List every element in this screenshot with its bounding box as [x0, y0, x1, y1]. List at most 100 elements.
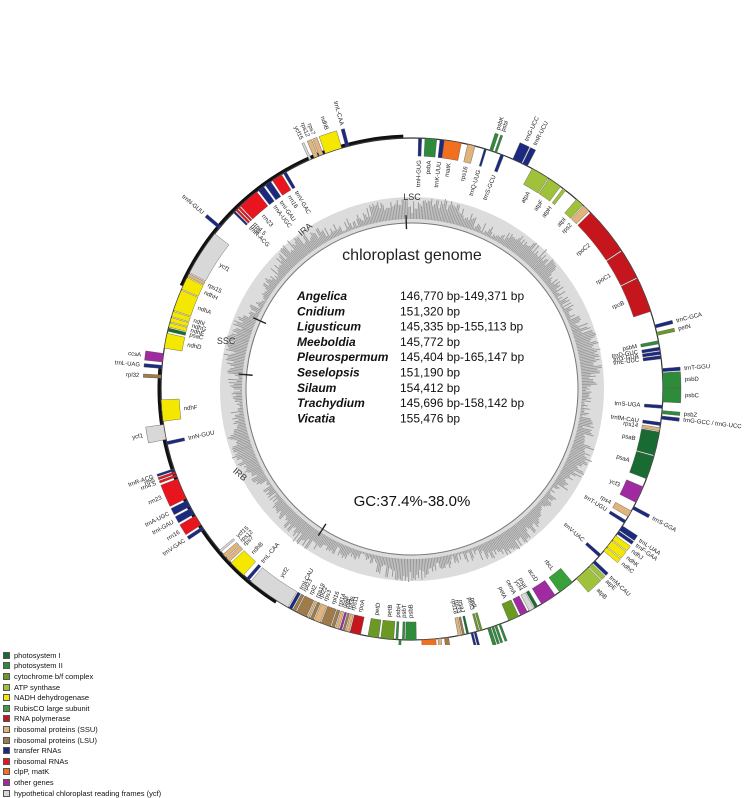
legend-swatch [3, 726, 10, 733]
genus-name: Pleurospermum [297, 350, 389, 364]
genus-name: Meeboldia [297, 335, 356, 349]
gene-label: atpH [541, 206, 553, 220]
gene-label: rbcL [543, 559, 555, 572]
gc-bar [362, 552, 363, 554]
gene-label: trnN-GUU [180, 194, 204, 216]
gene-label: petD [374, 602, 382, 616]
genus-name: Trachydium [297, 396, 365, 410]
genus-name: Silaum [297, 381, 337, 395]
gene-label: trnL-CAA [332, 101, 344, 126]
legend-item: NADH dehydrogenase [3, 692, 161, 703]
gene-label: petA [497, 586, 507, 600]
legend-label: clpP, matK [14, 767, 49, 776]
gene-label: psbH [396, 603, 403, 617]
gene-label: psaA [615, 454, 630, 464]
gene-block [641, 341, 659, 347]
gene-block [661, 416, 679, 421]
genus-size: 145,696 bp-158,142 bp [400, 396, 524, 410]
gene-block [444, 637, 451, 645]
legend-label: transfer RNAs [14, 746, 61, 755]
gene-label: atpB [595, 588, 608, 601]
gene-label: ndhA [197, 306, 212, 317]
gc-bar [462, 552, 463, 554]
gc-bar [365, 552, 366, 554]
gc-bar [357, 226, 358, 228]
genus-name: Vicatia [297, 411, 336, 425]
legend-label: RNA polymerase [14, 714, 70, 723]
gc-bar [239, 413, 243, 414]
gene-block [167, 438, 185, 445]
gc-bar [235, 401, 243, 402]
gene-label: trnN-GUU [188, 430, 215, 442]
gc-bar [418, 559, 419, 578]
gene-label: trnS-UGA [614, 401, 640, 409]
legend-item: ribosomal proteins (SSU) [3, 724, 161, 735]
gene-label: rpoC2 [576, 242, 593, 257]
legend-swatch [3, 737, 10, 744]
gene-label: trnC-GCA [676, 312, 703, 324]
gene-block [632, 506, 649, 517]
legend-label: cytochrome b/f complex [14, 672, 93, 681]
gc-bar [237, 404, 243, 405]
gene-label: psbA [426, 160, 433, 174]
gene-label: rpoC1 [595, 273, 613, 287]
legend-item: ATP synthase [3, 682, 161, 693]
gene-label: accD [526, 568, 539, 583]
gene-label: rpl32 [126, 372, 140, 379]
genus-name: Seselopsis [297, 366, 360, 380]
gc-bar [582, 381, 593, 382]
gene-label: trnH-GUG [416, 160, 423, 188]
gene-block [144, 364, 162, 369]
legend-swatch [3, 684, 10, 691]
gene-label: psbT [402, 604, 408, 618]
gene-block [438, 638, 443, 645]
gene-label: ycf1 [218, 263, 231, 274]
gene-block [422, 639, 438, 645]
region-label-ssc: SSC [217, 336, 236, 346]
gene-label: atpF [533, 199, 545, 213]
legend-swatch [3, 790, 10, 797]
gene-label: trnS-GGA [651, 516, 677, 534]
legend-label: other genes [14, 778, 54, 787]
gene-block [532, 580, 555, 604]
legend-label: photosystem I [14, 651, 61, 660]
legend-label: RubisCO large subunit [14, 704, 89, 713]
gene-block [442, 140, 461, 160]
legend-item: ribosomal RNAs [3, 756, 161, 767]
gene-block [479, 149, 486, 167]
gene-block [368, 618, 381, 637]
gene-label: ndhD [187, 343, 203, 352]
gc-bar [418, 202, 419, 219]
gene-block [424, 138, 437, 157]
gene-block [662, 367, 680, 372]
gc-bar [363, 552, 364, 554]
gene-label: ycf1 [132, 433, 145, 441]
region-label-lsc: LSC [403, 192, 421, 202]
legend-swatch [3, 715, 10, 722]
gene-block [655, 320, 673, 328]
legend-label: photosystem II [14, 661, 63, 670]
gene-label: psaB [621, 434, 636, 443]
gc-content-label: GC:37.4%-38.0% [354, 493, 471, 510]
gene-label: trnG-GCC / trnG-UCC [683, 418, 743, 431]
genus-size: 151,190 bp [400, 366, 460, 380]
gc-bar [238, 410, 243, 411]
genus-name: Ligusticum [297, 320, 361, 334]
legend-item: clpP, matK [3, 767, 161, 778]
legend-swatch [3, 758, 10, 765]
gene-block [643, 420, 661, 426]
genus-size: 145,772 bp [400, 335, 460, 349]
legend-label: hypothetical chloroplast reading frames … [14, 789, 161, 798]
legend-item: cytochrome b/f complex [3, 671, 161, 682]
genus-name: Angelica [296, 289, 347, 303]
gene-label: ycf2 [279, 566, 291, 579]
gene-block [630, 451, 654, 478]
gc-bar [421, 206, 422, 219]
gene-label: trnV-UAC [562, 522, 585, 544]
legend-label: ribosomal proteins (LSU) [14, 736, 97, 745]
gene-label: trnQ-UUG [469, 169, 483, 197]
gene-block [637, 429, 660, 455]
genus-size: 145,404 bp-165,147 bp [400, 350, 524, 364]
